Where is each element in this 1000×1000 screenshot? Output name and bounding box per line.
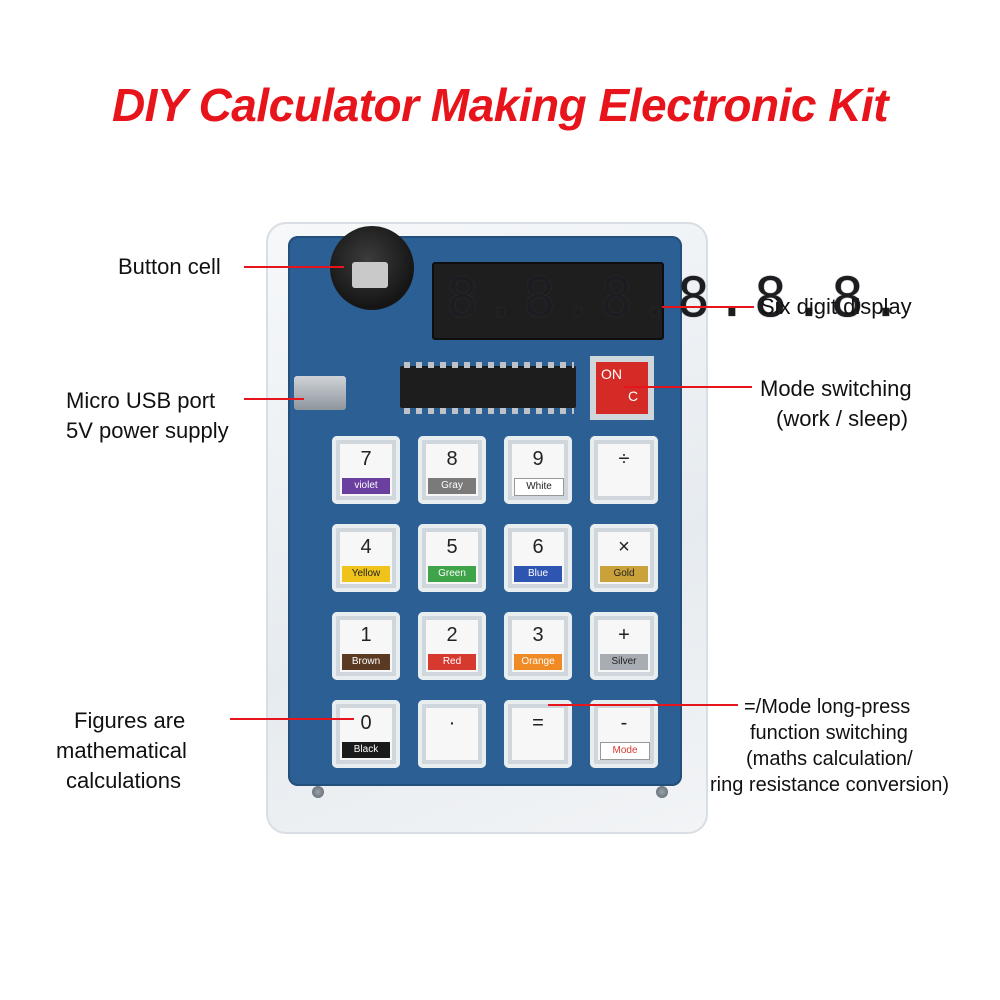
leader-line	[624, 386, 752, 388]
key-color-label: Mode	[600, 742, 650, 760]
callout-button-cell: Button cell	[118, 254, 221, 279]
key-color-label: Brown	[342, 654, 390, 670]
key-main-label: 4	[360, 536, 372, 558]
key-main-label: ·	[448, 712, 456, 734]
callout-figures-3: calculations	[66, 768, 181, 793]
callout-micro-usb-2: 5V power supply	[66, 418, 229, 443]
six-digit-display	[432, 262, 664, 340]
page-title: DIY Calculator Making Electronic Kit	[111, 79, 889, 131]
micro-usb-port[interactable]	[294, 376, 346, 410]
key-color-label: Orange	[514, 654, 562, 670]
chip-pins	[404, 408, 574, 414]
key-color-label: White	[514, 478, 564, 496]
leader-line	[548, 704, 738, 706]
key-color-label: violet	[342, 478, 390, 494]
callout-long-press-1: =/Mode long-press	[744, 696, 911, 718]
on-off-label-on: ON	[601, 366, 622, 382]
callout-figures-2: mathematical	[56, 738, 187, 763]
key-main-label: 7	[360, 448, 372, 470]
key-face: ·	[426, 708, 478, 760]
key-color-label: Black	[342, 742, 390, 758]
key-button[interactable]: - Mode	[590, 700, 658, 768]
key-face: =	[512, 708, 564, 760]
callout-long-press-4: ring resistance conversion)	[710, 774, 949, 796]
key-color-label: Silver	[600, 654, 648, 670]
chip-pins	[404, 362, 574, 368]
callout-mode-switching-2: (work / sleep)	[776, 406, 909, 431]
key-main-label: 5	[446, 536, 458, 558]
leader-line	[244, 398, 304, 400]
screw-icon	[656, 786, 668, 798]
key-main-label: ÷	[618, 448, 630, 470]
key-color-label: Yellow	[342, 566, 390, 582]
key-main-label: ×	[618, 536, 630, 558]
key-color-label: Blue	[514, 566, 562, 582]
key-face: × Gold	[598, 532, 650, 584]
key-main-label: 6	[532, 536, 544, 558]
key-button[interactable]: =	[504, 700, 572, 768]
key-face: + Silver	[598, 620, 650, 672]
callout-long-press-2: function switching	[750, 722, 908, 744]
callout-mode-switching-1: Mode switching	[760, 376, 912, 401]
key-button[interactable]: + Silver	[590, 612, 658, 680]
callout-long-press-3: (maths calculation/	[746, 748, 913, 770]
leader-line	[662, 306, 754, 308]
key-face: ÷	[598, 444, 650, 496]
key-button[interactable]: ÷	[590, 436, 658, 504]
battery-clip	[352, 262, 388, 288]
on-off-label-c: C	[628, 388, 639, 404]
key-main-label: 8	[446, 448, 458, 470]
microcontroller-chip	[400, 366, 576, 408]
display-digits: 8.8.8.8.8.8.	[446, 266, 902, 329]
key-face: - Mode	[598, 708, 650, 760]
callout-six-digit-display: Six digit display	[760, 294, 912, 319]
key-main-label: 0	[360, 712, 372, 734]
key-main-label: +	[618, 624, 630, 646]
key-color-label: Green	[428, 566, 476, 582]
on-off-button[interactable]	[590, 356, 654, 420]
key-button[interactable]: ·	[418, 700, 486, 768]
key-main-label: 9	[532, 448, 544, 470]
callout-micro-usb-1: Micro USB port	[66, 388, 216, 413]
leader-line	[230, 718, 354, 720]
key-color-label: Gold	[600, 566, 648, 582]
screw-icon	[312, 786, 324, 798]
key-color-label: Red	[428, 654, 476, 670]
key-face: 7 violet	[340, 444, 392, 496]
key-main-label: 3	[532, 624, 544, 646]
key-button[interactable]: 7 violet	[332, 436, 400, 504]
key-main-label: =	[532, 712, 544, 734]
callout-figures-1: Figures are	[74, 708, 186, 733]
key-button[interactable]: × Gold	[590, 524, 658, 592]
key-color-label: Gray	[428, 478, 476, 494]
leader-line	[244, 266, 344, 268]
key-main-label: -	[620, 712, 628, 734]
key-main-label: 1	[360, 624, 372, 646]
key-main-label: 2	[446, 624, 458, 646]
